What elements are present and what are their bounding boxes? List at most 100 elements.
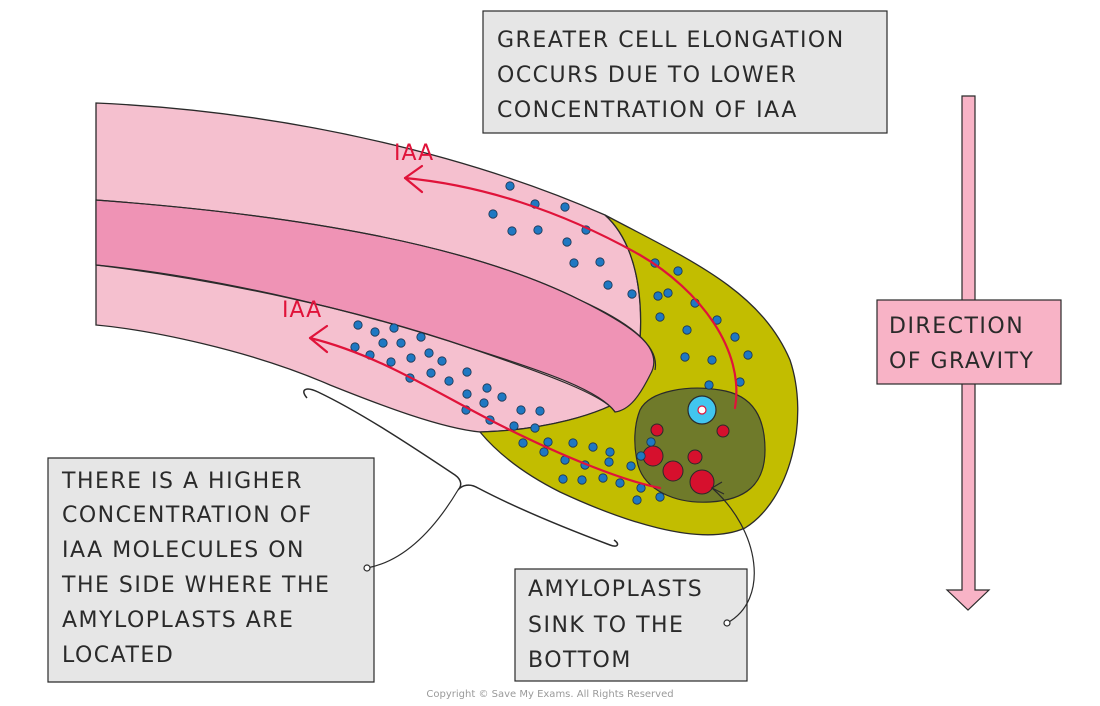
left-label-line: AMYLOPLASTS ARE <box>62 608 294 633</box>
stele-upper-boundary <box>95 199 657 371</box>
iaa-molecule-dot <box>626 461 636 471</box>
iaa-molecule-dot <box>424 348 434 358</box>
top-label-line: OCCURS DUE TO LOWER <box>497 63 797 88</box>
top-label-box: GREATER CELL ELONGATION OCCURS DUE TO LO… <box>482 10 888 134</box>
iaa-molecule-dot <box>577 475 587 485</box>
bottom-pointer-arrowhead <box>710 481 725 495</box>
iaa-molecule-dot <box>533 225 543 235</box>
iaa-molecule-dot <box>603 280 613 290</box>
iaa-molecule-dot <box>426 368 436 378</box>
bottom-label-box: AMYLOPLASTS SINK TO THE BOTTOM <box>514 568 748 682</box>
iaa-molecule-dot <box>437 356 447 366</box>
iaa-molecule-dot <box>396 338 406 348</box>
lower-iaa-label: IAA <box>282 298 322 323</box>
lower-iaa-arrowhead <box>308 324 329 354</box>
iaa-molecule-dot <box>730 332 740 342</box>
left-pointer-dot <box>363 564 371 572</box>
iaa-molecule-dot <box>655 312 665 322</box>
iaa-molecule-dot <box>516 405 526 415</box>
iaa-molecule-dot <box>604 457 614 467</box>
iaa-molecule-dot <box>389 323 399 333</box>
iaa-molecule-dot <box>518 438 528 448</box>
gravity-label-line: DIRECTION <box>889 314 1024 339</box>
left-label-line: CONCENTRATION OF <box>62 503 313 528</box>
amyloplast <box>650 423 664 437</box>
bottom-label-line: BOTTOM <box>528 648 632 673</box>
iaa-molecule-dot <box>569 258 579 268</box>
iaa-molecule-dot <box>370 327 380 337</box>
iaa-molecule-dot <box>646 437 656 447</box>
iaa-molecule-dot <box>743 350 753 360</box>
iaa-molecule-dot <box>562 237 572 247</box>
iaa-molecule-dot <box>497 392 507 402</box>
iaa-molecule-dot <box>632 495 642 505</box>
left-label-line: THE SIDE WHERE THE <box>61 573 330 598</box>
iaa-molecule-dot <box>595 257 605 267</box>
copyright-text: Copyright © Save My Exams. All Rights Re… <box>426 689 673 700</box>
iaa-molecule-dot <box>353 320 363 330</box>
iaa-molecule-dot <box>416 332 426 342</box>
iaa-molecule-dot <box>479 398 489 408</box>
bottom-pointer-dot <box>723 619 731 627</box>
bottom-label-pointer <box>711 487 755 624</box>
iaa-molecule-dot <box>406 353 416 363</box>
amyloplast <box>642 445 664 467</box>
amyloplasts <box>642 423 730 495</box>
iaa-molecule-dot <box>680 352 690 362</box>
iaa-molecule-dot <box>598 473 608 483</box>
top-label-line: GREATER CELL ELONGATION <box>497 28 845 53</box>
amyloplast <box>689 469 715 495</box>
iaa-molecule-dot <box>560 202 570 212</box>
iaa-molecule-dot <box>482 383 492 393</box>
bottom-label-line: SINK TO THE <box>528 613 684 638</box>
iaa-molecule-dot <box>707 355 717 365</box>
iaa-molecule-dot <box>605 447 615 457</box>
left-label-pointer <box>366 489 459 569</box>
iaa-molecule-dot <box>530 423 540 433</box>
upper-iaa-label: IAA <box>394 141 434 166</box>
iaa-molecule-dot <box>655 492 665 502</box>
iaa-molecule-dot <box>682 325 692 335</box>
iaa-molecule-dot <box>663 288 673 298</box>
iaa-flow-arrows <box>308 164 738 490</box>
iaa-molecule-dot <box>653 291 663 301</box>
left-label-line: IAA MOLECULES ON <box>62 538 305 563</box>
iaa-molecule-dot <box>673 266 683 276</box>
upper-iaa-arrowhead <box>403 164 424 194</box>
amyloplast <box>716 424 730 438</box>
iaa-molecule-dot <box>444 376 454 386</box>
amyloplast <box>687 449 703 465</box>
iaa-molecule-dot <box>558 474 568 484</box>
iaa-molecule-dot <box>704 380 714 390</box>
top-label-line: CONCENTRATION OF IAA <box>497 98 798 123</box>
left-label-line: THERE IS A HIGHER <box>61 469 303 494</box>
amyloplast <box>662 460 684 482</box>
iaa-molecule-dot <box>627 289 637 299</box>
left-label-box: THERE IS A HIGHER CONCENTRATION OF IAA M… <box>47 457 375 683</box>
iaa-molecule-dot <box>568 438 578 448</box>
upper-iaa-flow-line <box>403 176 738 410</box>
bottom-label-line: AMYLOPLASTS <box>528 577 703 602</box>
nucleolus <box>697 405 707 415</box>
iaa-molecule-dot <box>505 181 515 191</box>
iaa-molecule-dot <box>539 447 549 457</box>
iaa-molecule-dot <box>462 389 472 399</box>
lower-side-brace <box>303 388 619 547</box>
iaa-molecule-dot <box>535 406 545 416</box>
lower-iaa-flow-line <box>308 336 662 490</box>
stele-lower-boundary <box>95 264 616 413</box>
gravity-label-line: OF GRAVITY <box>889 349 1034 374</box>
iaa-molecule-dot <box>615 478 625 488</box>
iaa-molecule-dot <box>636 451 646 461</box>
iaa-molecule-dot <box>378 338 388 348</box>
iaa-molecule-dot <box>543 437 553 447</box>
gravity-label-box: DIRECTION OF GRAVITY <box>876 299 1062 385</box>
iaa-molecule-dot <box>488 209 498 219</box>
iaa-molecule-dot <box>462 367 472 377</box>
iaa-molecule-dot <box>350 342 360 352</box>
iaa-molecule-dot <box>386 357 396 367</box>
iaa-molecule-dot <box>507 226 517 236</box>
iaa-molecule-dot <box>509 421 519 431</box>
